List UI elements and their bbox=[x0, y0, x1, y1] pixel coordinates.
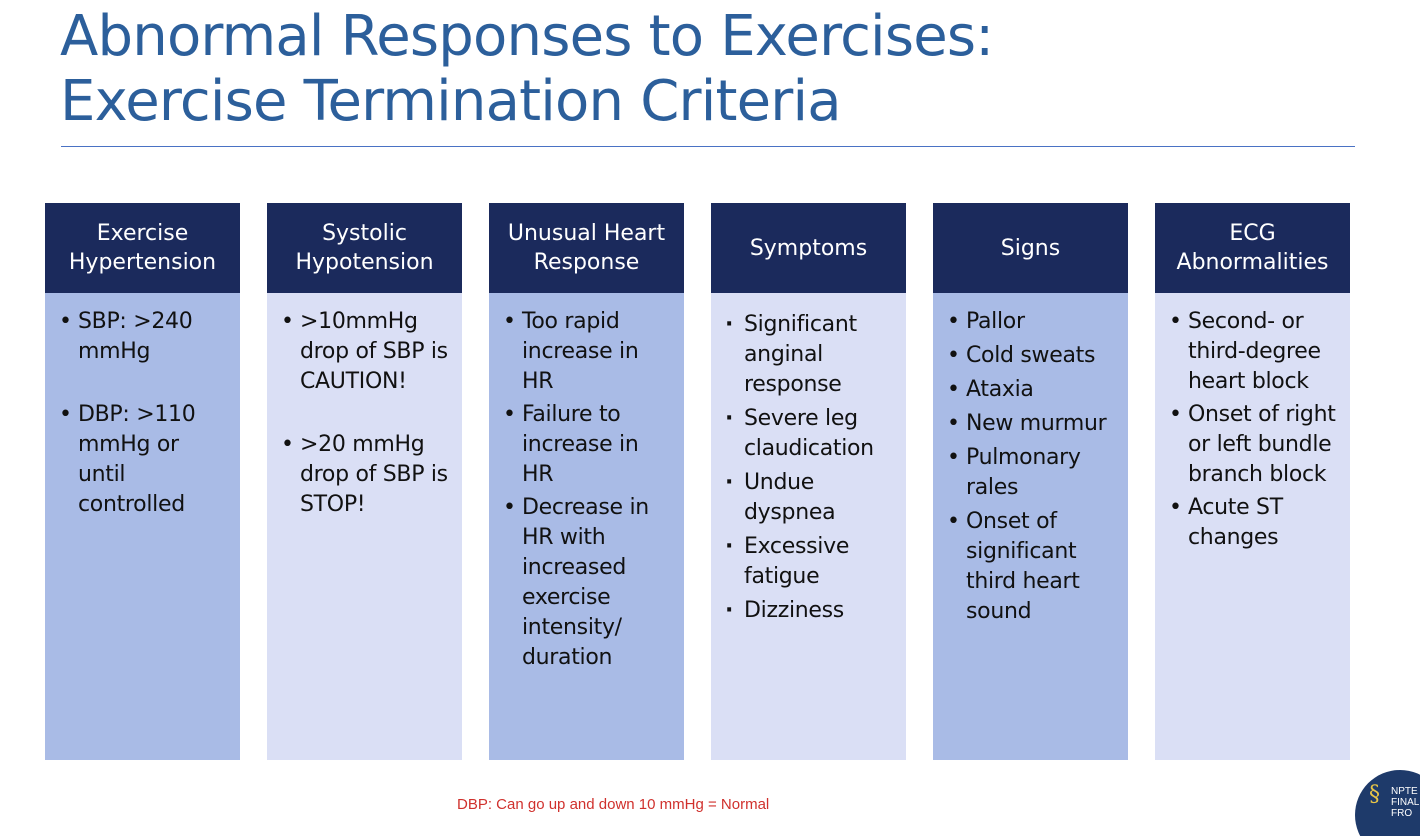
column-header: Exercise Hypertension bbox=[45, 203, 240, 293]
column-exercise-hypertension: Exercise Hypertension SBP: >240 mmHg DBP… bbox=[45, 203, 240, 760]
spine-icon: § bbox=[1369, 782, 1380, 807]
column-systolic-hypotension: Systolic Hypotension >10mmHg drop of SBP… bbox=[267, 203, 462, 760]
criteria-list: Too rapid increase in HR Failure to incr… bbox=[503, 307, 676, 673]
list-item: Dizziness bbox=[725, 596, 898, 626]
list-item: Significant anginal response bbox=[725, 310, 898, 400]
list-item: >20 mmHg drop of SBP is STOP! bbox=[281, 430, 454, 520]
criteria-list: Second- or third-degree heart block Onse… bbox=[1169, 307, 1342, 553]
footnote: DBP: Can go up and down 10 mmHg = Normal bbox=[457, 796, 770, 813]
slide-title-line-1: Abnormal Responses to Exercises: bbox=[60, 4, 994, 69]
list-item: Ataxia bbox=[947, 375, 1120, 405]
logo-text-line: FINAL bbox=[1391, 797, 1420, 808]
list-item: Severe leg claudication bbox=[725, 404, 898, 464]
list-item: Cold sweats bbox=[947, 341, 1120, 371]
logo-text: NPTE FINAL FRO bbox=[1391, 786, 1419, 819]
criteria-list: Significant anginal response Severe leg … bbox=[725, 310, 898, 626]
list-item: Onset of significant third heart sound bbox=[947, 507, 1120, 627]
column-header: Symptoms bbox=[711, 203, 906, 293]
column-body: Too rapid increase in HR Failure to incr… bbox=[489, 293, 684, 760]
column-body: Second- or third-degree heart block Onse… bbox=[1155, 293, 1350, 760]
column-body: Pallor Cold sweats Ataxia New murmur Pul… bbox=[933, 293, 1128, 760]
slide-title-line-2: Exercise Termination Criteria bbox=[60, 69, 842, 134]
list-item: >10mmHg drop of SBP is CAUTION! bbox=[281, 307, 454, 397]
brand-logo: § NPTE FINAL FRO bbox=[1355, 770, 1420, 836]
list-item: Failure to increase in HR bbox=[503, 400, 676, 490]
list-item: Pulmonary rales bbox=[947, 443, 1120, 503]
column-header: Systolic Hypotension bbox=[267, 203, 462, 293]
title-divider bbox=[61, 146, 1355, 147]
column-body: SBP: >240 mmHg DBP: >110 mmHg or until c… bbox=[45, 293, 240, 760]
column-symptoms: Symptoms Significant anginal response Se… bbox=[711, 203, 906, 760]
slide-title: Abnormal Responses to Exercises: Exercis… bbox=[60, 4, 1360, 134]
logo-text-line: NPTE bbox=[1391, 786, 1418, 797]
column-header: ECG Abnormalities bbox=[1155, 203, 1350, 293]
list-item: Too rapid increase in HR bbox=[503, 307, 676, 397]
column-signs: Signs Pallor Cold sweats Ataxia New murm… bbox=[933, 203, 1128, 760]
column-header: Signs bbox=[933, 203, 1128, 293]
list-item: Decrease in HR with increased exercise i… bbox=[503, 493, 676, 673]
list-item: DBP: >110 mmHg or until controlled bbox=[59, 400, 232, 520]
column-body: Significant anginal response Severe leg … bbox=[711, 293, 906, 760]
list-item: Onset of right or left bundle branch blo… bbox=[1169, 400, 1342, 490]
list-item: Excessive fatigue bbox=[725, 532, 898, 592]
list-item: SBP: >240 mmHg bbox=[59, 307, 232, 367]
list-item: Acute ST changes bbox=[1169, 493, 1342, 553]
list-item: Pallor bbox=[947, 307, 1120, 337]
column-body: >10mmHg drop of SBP is CAUTION! >20 mmHg… bbox=[267, 293, 462, 760]
list-item: Undue dyspnea bbox=[725, 468, 898, 528]
criteria-list: SBP: >240 mmHg DBP: >110 mmHg or until c… bbox=[59, 307, 232, 520]
logo-text-line: FRO bbox=[1391, 808, 1413, 819]
criteria-list: >10mmHg drop of SBP is CAUTION! >20 mmHg… bbox=[281, 307, 454, 520]
column-header: Unusual Heart Response bbox=[489, 203, 684, 293]
list-item: Second- or third-degree heart block bbox=[1169, 307, 1342, 397]
criteria-list: Pallor Cold sweats Ataxia New murmur Pul… bbox=[947, 307, 1120, 627]
column-unusual-heart-response: Unusual Heart Response Too rapid increas… bbox=[489, 203, 684, 760]
column-ecg-abnormalities: ECG Abnormalities Second- or third-degre… bbox=[1155, 203, 1350, 760]
list-item: New murmur bbox=[947, 409, 1120, 439]
